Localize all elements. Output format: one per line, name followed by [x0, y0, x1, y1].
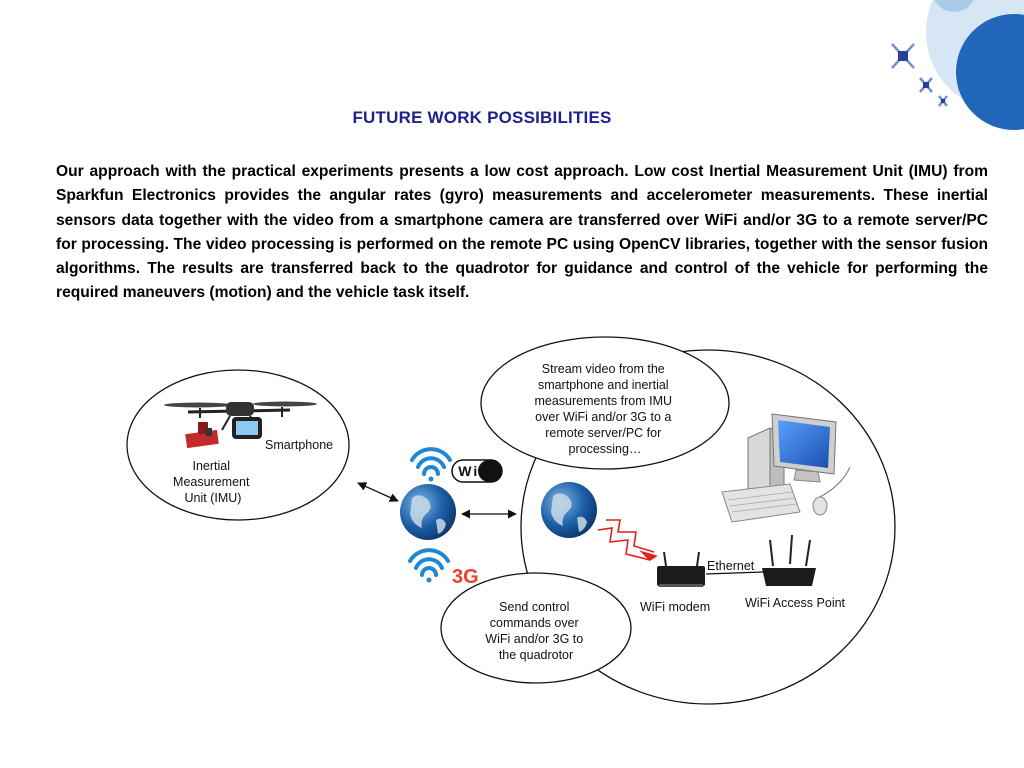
- send-bubble-text: Send control commands over WiFi and/or 3…: [485, 600, 586, 662]
- smartphone-label: Smartphone: [265, 438, 333, 452]
- 3g-signal-icon: [408, 548, 450, 583]
- corner-decoration: [891, 0, 1024, 130]
- quadrotor-drone-icon: [164, 401, 317, 431]
- wireless-link-icon: [597, 519, 658, 562]
- drone-globe-arrow: [357, 482, 399, 502]
- remote-globe-icon: [541, 482, 597, 538]
- wifi-logo-icon: WiFi: [451, 459, 503, 483]
- smartphone-icon: [232, 417, 262, 439]
- wifi-signal-icon: [410, 447, 452, 482]
- stream-bubble-text: Stream video from the smartphone and ine…: [534, 362, 675, 456]
- quadrotor-ellipse: [126, 369, 350, 521]
- server-side-circle: [520, 349, 896, 705]
- ethernet-cable: [705, 571, 765, 575]
- wifi-modem-icon: [657, 551, 705, 587]
- internet-globe-icon: [400, 484, 456, 540]
- svg-text:WiFi: WiFi: [458, 463, 495, 479]
- imu-board-icon: [185, 422, 219, 449]
- slide-title: FUTURE WORK POSSIBILITIES: [352, 108, 612, 127]
- 3g-label: 3G: [452, 566, 479, 588]
- deco-blue-circle: [956, 14, 1024, 130]
- wifi-modem-label: WiFi modem: [640, 600, 710, 614]
- deco-small-circle: [934, 0, 974, 12]
- imu-label: Inertial Measurement Unit (IMU): [173, 459, 253, 505]
- wifi-access-point-icon: [762, 534, 816, 586]
- stream-bubble: [480, 336, 730, 470]
- ethernet-label: Ethernet: [707, 559, 755, 573]
- access-point-label: WiFi Access Point: [745, 596, 846, 610]
- send-bubble: [440, 572, 632, 684]
- remote-pc-icon: [721, 413, 851, 523]
- slide-body: Our approach with the practical experime…: [56, 163, 988, 302]
